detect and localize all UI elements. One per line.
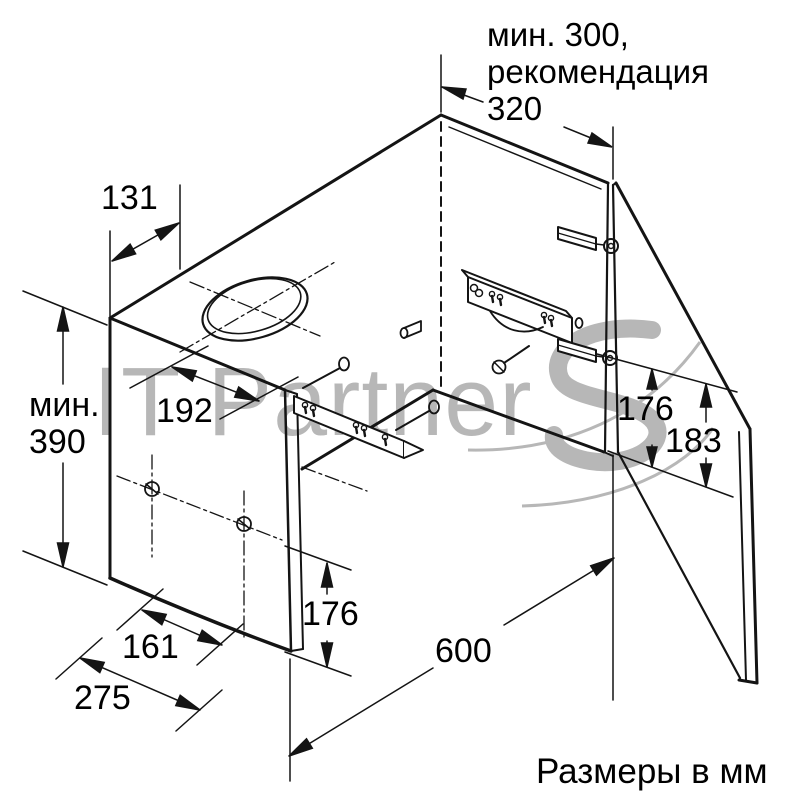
dim-176b-arrow-top [320,562,334,588]
loose-pin-body [403,320,422,339]
dim-192-arrow-left [171,366,198,383]
hinge-upper-screw-center [607,242,615,250]
door-left-edge [611,183,620,454]
bracket-screw-shaft [503,345,530,364]
top-right-inner-lip [448,126,602,190]
door-outer-edge [614,181,752,431]
bracket-screw-slot [493,361,505,373]
panel-edge-join-bottom [290,648,304,652]
rail-screw-b-head [428,399,440,415]
dim-right-extensions [596,353,738,498]
dim-label-min: мин. [29,386,100,424]
dim-label-161: 161 [122,628,179,666]
vent-hole [201,276,309,342]
dim-label-min390: мин. 390 [29,387,100,461]
panel-right-edge-inner [296,393,304,650]
rail-screw-a-head [338,356,350,372]
note-line-2: рекомендация [487,53,709,90]
dim-label-192: 192 [156,392,213,430]
dim-320-extensions [440,54,614,180]
hinge-lower-link [595,355,604,358]
dim-600-arrow-right [589,557,615,577]
door-narrow-face-outer [748,427,759,685]
dim-390-arrow-top [56,306,70,332]
door-inner-edge [616,450,742,680]
dim-192-arrow-right [233,385,260,402]
watermark-swoosh-arc-upper [467,341,702,452]
top-right-edge [439,113,610,185]
bracket-bolt-left-1 [469,283,479,293]
hinge-upper-screw [603,238,619,254]
dim-275-arrow-right [174,694,201,711]
door-narrow-face-inner [738,431,747,681]
watermark-swoosh-arc-lower [521,427,715,508]
dim-131-arrow-right [154,222,180,241]
dim-label-176-bottom: 176 [302,595,359,633]
rail-screw-a-shaft [302,367,341,389]
floor-right-edge [431,388,606,454]
dim-label-600: 600 [435,632,492,670]
bracket-bolt-left-2 [474,288,484,298]
dim-161-arrow-right [196,629,223,646]
dim-label-275: 275 [74,679,131,717]
dim-176b-arrow-bottom [320,642,334,668]
front-rail-keyholes [301,401,389,447]
note-line-3: 320 [487,90,543,127]
right-front-edge [603,182,610,454]
dim-label-176-right: 176 [617,390,674,428]
rail-screw-b-shaft [395,410,430,431]
dim-label-183: 183 [665,422,722,460]
panel-top-edge [108,316,287,392]
dim-320-arrow-right [586,131,613,148]
panel-centerline-diag [116,475,283,541]
dim-161-arrow-left [141,609,168,626]
bracket-plate [467,276,573,344]
note-top-right: мин. 300, рекомендация 320 [487,16,709,127]
panel-edge-join-top [284,389,298,395]
dim-183-arrow-bottom [699,463,713,488]
dimension-annotations [22,54,738,782]
dim-390-extensions [22,290,108,586]
door-bottom-edge [737,678,759,685]
dim-label-390: 390 [29,423,86,461]
panel-bottom-edge [108,576,293,653]
bracket-arc-slot [489,310,544,333]
interior-hidden-line [301,466,368,492]
top-back-edge [108,113,443,320]
dim-label-131: 131 [101,179,158,217]
hole-centerline-depth [189,281,321,337]
dim-320-arrow-left [441,86,467,101]
bracket-flange [461,269,573,319]
bracket-bolt-right [574,317,584,329]
bracket-keyholes [488,290,555,328]
dim-390-arrow-bottom [56,542,70,568]
hinge-lower-block-line [557,344,597,357]
right-bottom-corner [603,451,614,457]
panel-right-edge-outer [283,388,293,653]
units-note: Размеры в мм [536,752,768,791]
hole-centerline-width [179,261,336,353]
dim-131-arrow-left [111,243,137,262]
dim-192-extensions [129,345,299,420]
dim-600-extensions [289,454,614,782]
hinge-upper-link [595,243,605,246]
dim-183-arrow-top [699,383,713,408]
hinge-upper-block-line [557,232,597,245]
dim-176r-arrow-top [646,368,658,390]
dim-275-arrow-left [79,657,106,674]
dim-176r-arrow-bottom [646,446,658,468]
dim-176b-extensions [284,545,352,677]
watermark-text: IT Partner [93,347,533,456]
front-rail-end-flap [403,440,424,459]
dim-131-extensions [109,184,181,317]
note-line-1: мин. 300, [487,16,629,53]
cabinet-outline [108,113,759,685]
dim-600-arrow-left [288,737,314,757]
bracket-screw-head [491,359,507,375]
